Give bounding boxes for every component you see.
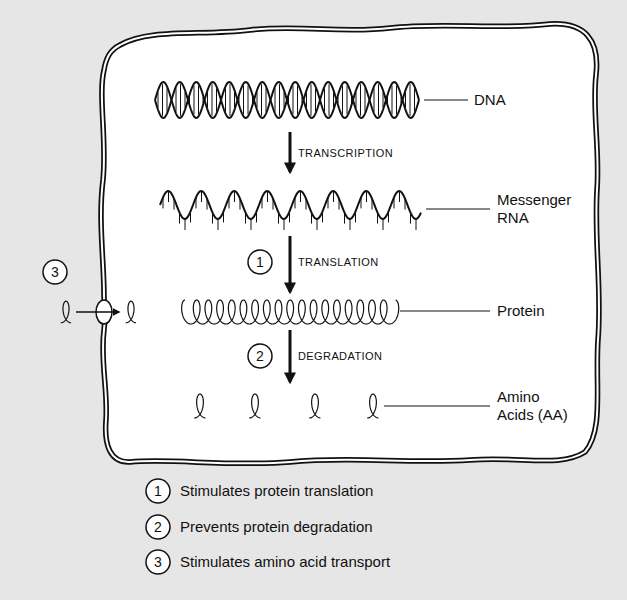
- process-label: TRANSLATION: [298, 256, 379, 269]
- callout-circle: [146, 515, 170, 539]
- degradation-arrow: [289, 330, 292, 382]
- transport-arrow: [76, 311, 119, 312]
- leader-line: [384, 406, 490, 407]
- cell-membrane-inner: [101, 24, 599, 464]
- leader-line: [424, 100, 468, 101]
- callout-circle: [248, 344, 272, 368]
- process-label: DEGRADATION: [298, 350, 382, 363]
- callout-circle: [43, 260, 67, 284]
- callout-number: 2: [154, 519, 162, 535]
- callout-number: 3: [154, 554, 162, 570]
- callout-circle: [146, 550, 170, 574]
- callout-number: 2: [256, 348, 264, 364]
- legend-text: Stimulates protein translation: [180, 482, 373, 500]
- structure-label: DNA: [474, 91, 506, 109]
- callout-number: 1: [256, 254, 264, 270]
- transcription-arrow: [289, 132, 292, 172]
- process-label: TRANSCRIPTION: [298, 147, 393, 160]
- callout-number: 1: [154, 483, 162, 499]
- legend-text: Prevents protein degradation: [180, 518, 373, 536]
- translation-arrow: [289, 236, 292, 292]
- callout-number: 3: [51, 264, 59, 280]
- mrna-strand: [160, 191, 421, 230]
- structure-label: Amino Acids (AA): [497, 388, 575, 424]
- leader-line: [400, 311, 490, 312]
- structure-label: Protein: [497, 302, 545, 320]
- callout-circle: [248, 250, 272, 274]
- dna-helix: [155, 82, 419, 118]
- cell-membrane: [101, 24, 599, 464]
- legend-text: Stimulates amino acid transport: [180, 553, 390, 571]
- structure-label: Messenger RNA: [497, 191, 575, 227]
- protein-coil: [182, 300, 399, 324]
- callout-circle: [146, 479, 170, 503]
- leader-line: [426, 209, 490, 210]
